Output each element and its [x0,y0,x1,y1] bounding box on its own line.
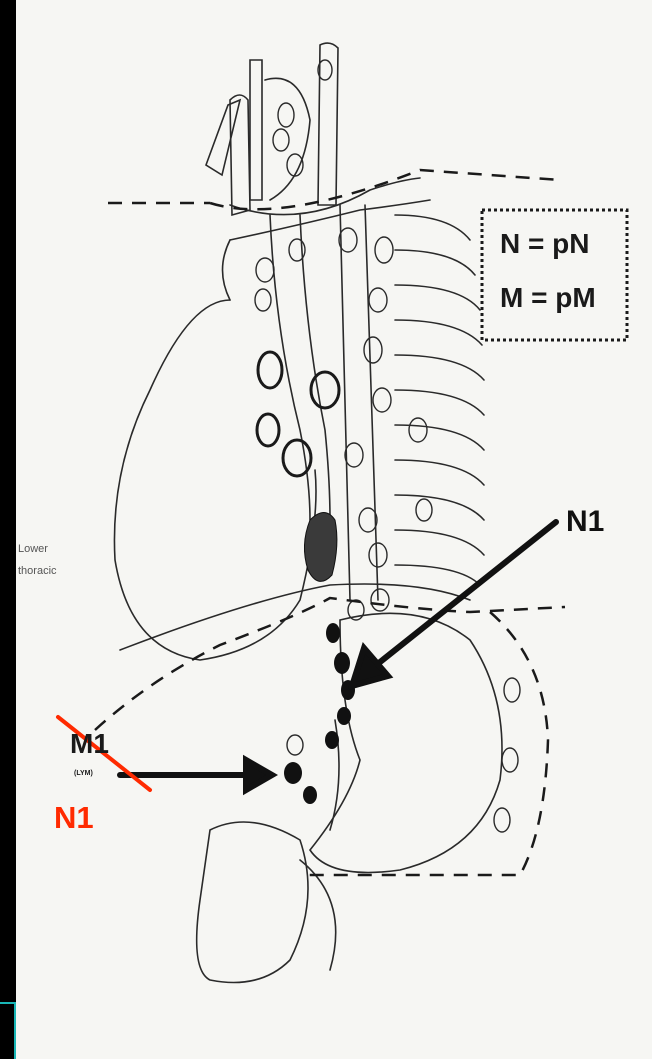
n1-arrow-head [352,648,388,686]
diaphragm [120,584,470,650]
lower-dashed-boundary [95,598,565,730]
trachea [318,43,338,205]
neck-vessel [250,60,262,200]
key-line-n: N = pN [500,228,589,260]
n1-label-right: N1 [566,505,604,539]
struck-lym-label: (LYM) [74,770,93,777]
upper-dashed-line [108,170,560,209]
n1-correction-label: N1 [54,800,94,836]
tumour-mass [304,513,336,582]
left-vessel [230,95,250,215]
frame-accent [0,1002,16,1059]
lymph-nodes-filled [284,623,355,804]
heart-outline [114,300,316,660]
upper-neck-shape [265,78,310,200]
ribs [395,215,484,585]
spine-left [340,205,350,600]
region-label-line1: Lower [18,541,48,557]
key-line-m: M = pM [500,282,596,314]
region-label-line2: thoracic [18,563,57,579]
struck-m1-label: M1 [70,728,109,760]
n1-arrow-shaft [370,522,556,670]
m1-arrow-head [246,760,272,790]
stomach-outline [310,613,502,872]
spine-right [365,205,378,600]
lower-organ [197,822,308,983]
neck-vessel-left [206,100,240,175]
